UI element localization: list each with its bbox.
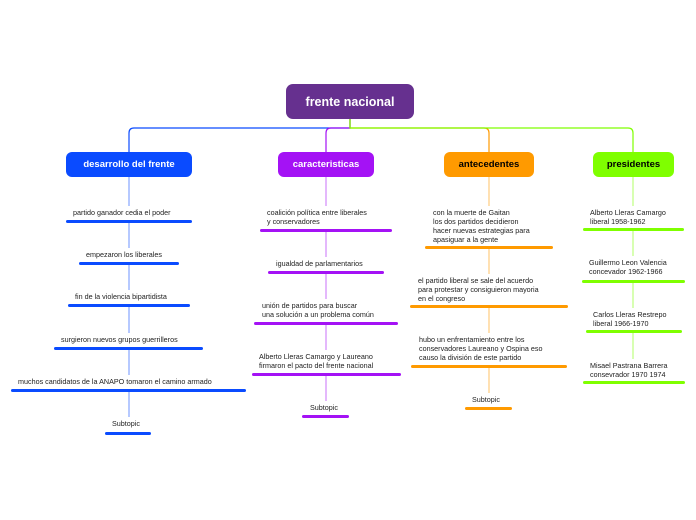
subtopic-underline: [302, 415, 349, 418]
subtopic-label[interactable]: Misael Pastrana Barrera consevrador 1970…: [590, 361, 668, 379]
subtopic-underline: [254, 322, 398, 325]
subtopic-label[interactable]: unión de partidos para buscar una soluci…: [262, 301, 374, 319]
subtopic-underline: [79, 262, 179, 265]
subtopic-underline: [268, 271, 384, 274]
subtopic-label[interactable]: Carlos Lleras Restrepo liberal 1966-1970: [593, 310, 667, 328]
subtopic-underline: [260, 229, 392, 232]
subtopic-underline: [410, 305, 568, 308]
subtopic-label[interactable]: Alberto Lleras Camargo y Laureano firmar…: [259, 352, 374, 370]
connector-root-to-branch: [349, 119, 634, 152]
subtopic-underline: [54, 347, 203, 350]
subtopic-underline: [411, 365, 567, 368]
subtopic-underline: [425, 246, 553, 249]
subtopic-label[interactable]: igualdad de parlamentarios: [276, 259, 363, 268]
subtopic-label[interactable]: Alberto Lleras Camargo liberal 1958-1962: [590, 208, 666, 226]
subtopic-underline: [68, 304, 190, 307]
subtopic-label[interactable]: surgieron nuevos grupos guerrilleros: [61, 335, 178, 344]
subtopic-label[interactable]: el partido liberal se sale del acuerdo p…: [418, 276, 539, 303]
subtopic-underline: [583, 381, 685, 384]
subtopic-label[interactable]: con la muerte de Gaitan los dos partidos…: [433, 208, 530, 244]
subtopic-underline: [105, 432, 151, 435]
connector-root-to-branch: [349, 119, 490, 152]
subtopic-underline: [586, 330, 682, 333]
main-topic-antecedentes[interactable]: antecedentes: [444, 152, 534, 177]
main-topic-caracteristicas[interactable]: caracteristicas: [278, 152, 374, 177]
subtopic-label[interactable]: Subtopic: [310, 403, 338, 412]
subtopic-label[interactable]: partido ganador cedia el poder: [73, 208, 171, 217]
main-topic-presidentes[interactable]: presidentes: [593, 152, 674, 177]
subtopic-label[interactable]: Subtopic: [472, 395, 500, 404]
root-topic[interactable]: frente nacional: [286, 84, 414, 119]
subtopic-label[interactable]: Subtopic: [112, 419, 140, 428]
connector-root-to-branch: [128, 119, 351, 152]
main-topic-desarrollo-del-frente[interactable]: desarrollo del frente: [66, 152, 192, 177]
subtopic-underline: [252, 373, 401, 376]
subtopic-underline: [583, 228, 684, 231]
subtopic-underline: [582, 280, 685, 283]
subtopic-underline: [11, 389, 246, 392]
subtopic-label[interactable]: hubo un enfrentamiento entre los conserv…: [419, 335, 543, 362]
subtopic-label[interactable]: coalición política entre liberales y con…: [267, 208, 367, 226]
subtopic-underline: [66, 220, 192, 223]
connector-root-to-branch: [325, 119, 351, 152]
subtopic-label[interactable]: muchos candidatos de la ANAPO tomaron el…: [18, 377, 212, 386]
subtopic-underline: [465, 407, 512, 410]
subtopic-label[interactable]: fin de la violencia bipartidista: [75, 292, 167, 301]
subtopic-label[interactable]: empezaron los liberales: [86, 250, 162, 259]
subtopic-label[interactable]: Guillermo Leon Valencia concevador 1962-…: [589, 258, 667, 276]
